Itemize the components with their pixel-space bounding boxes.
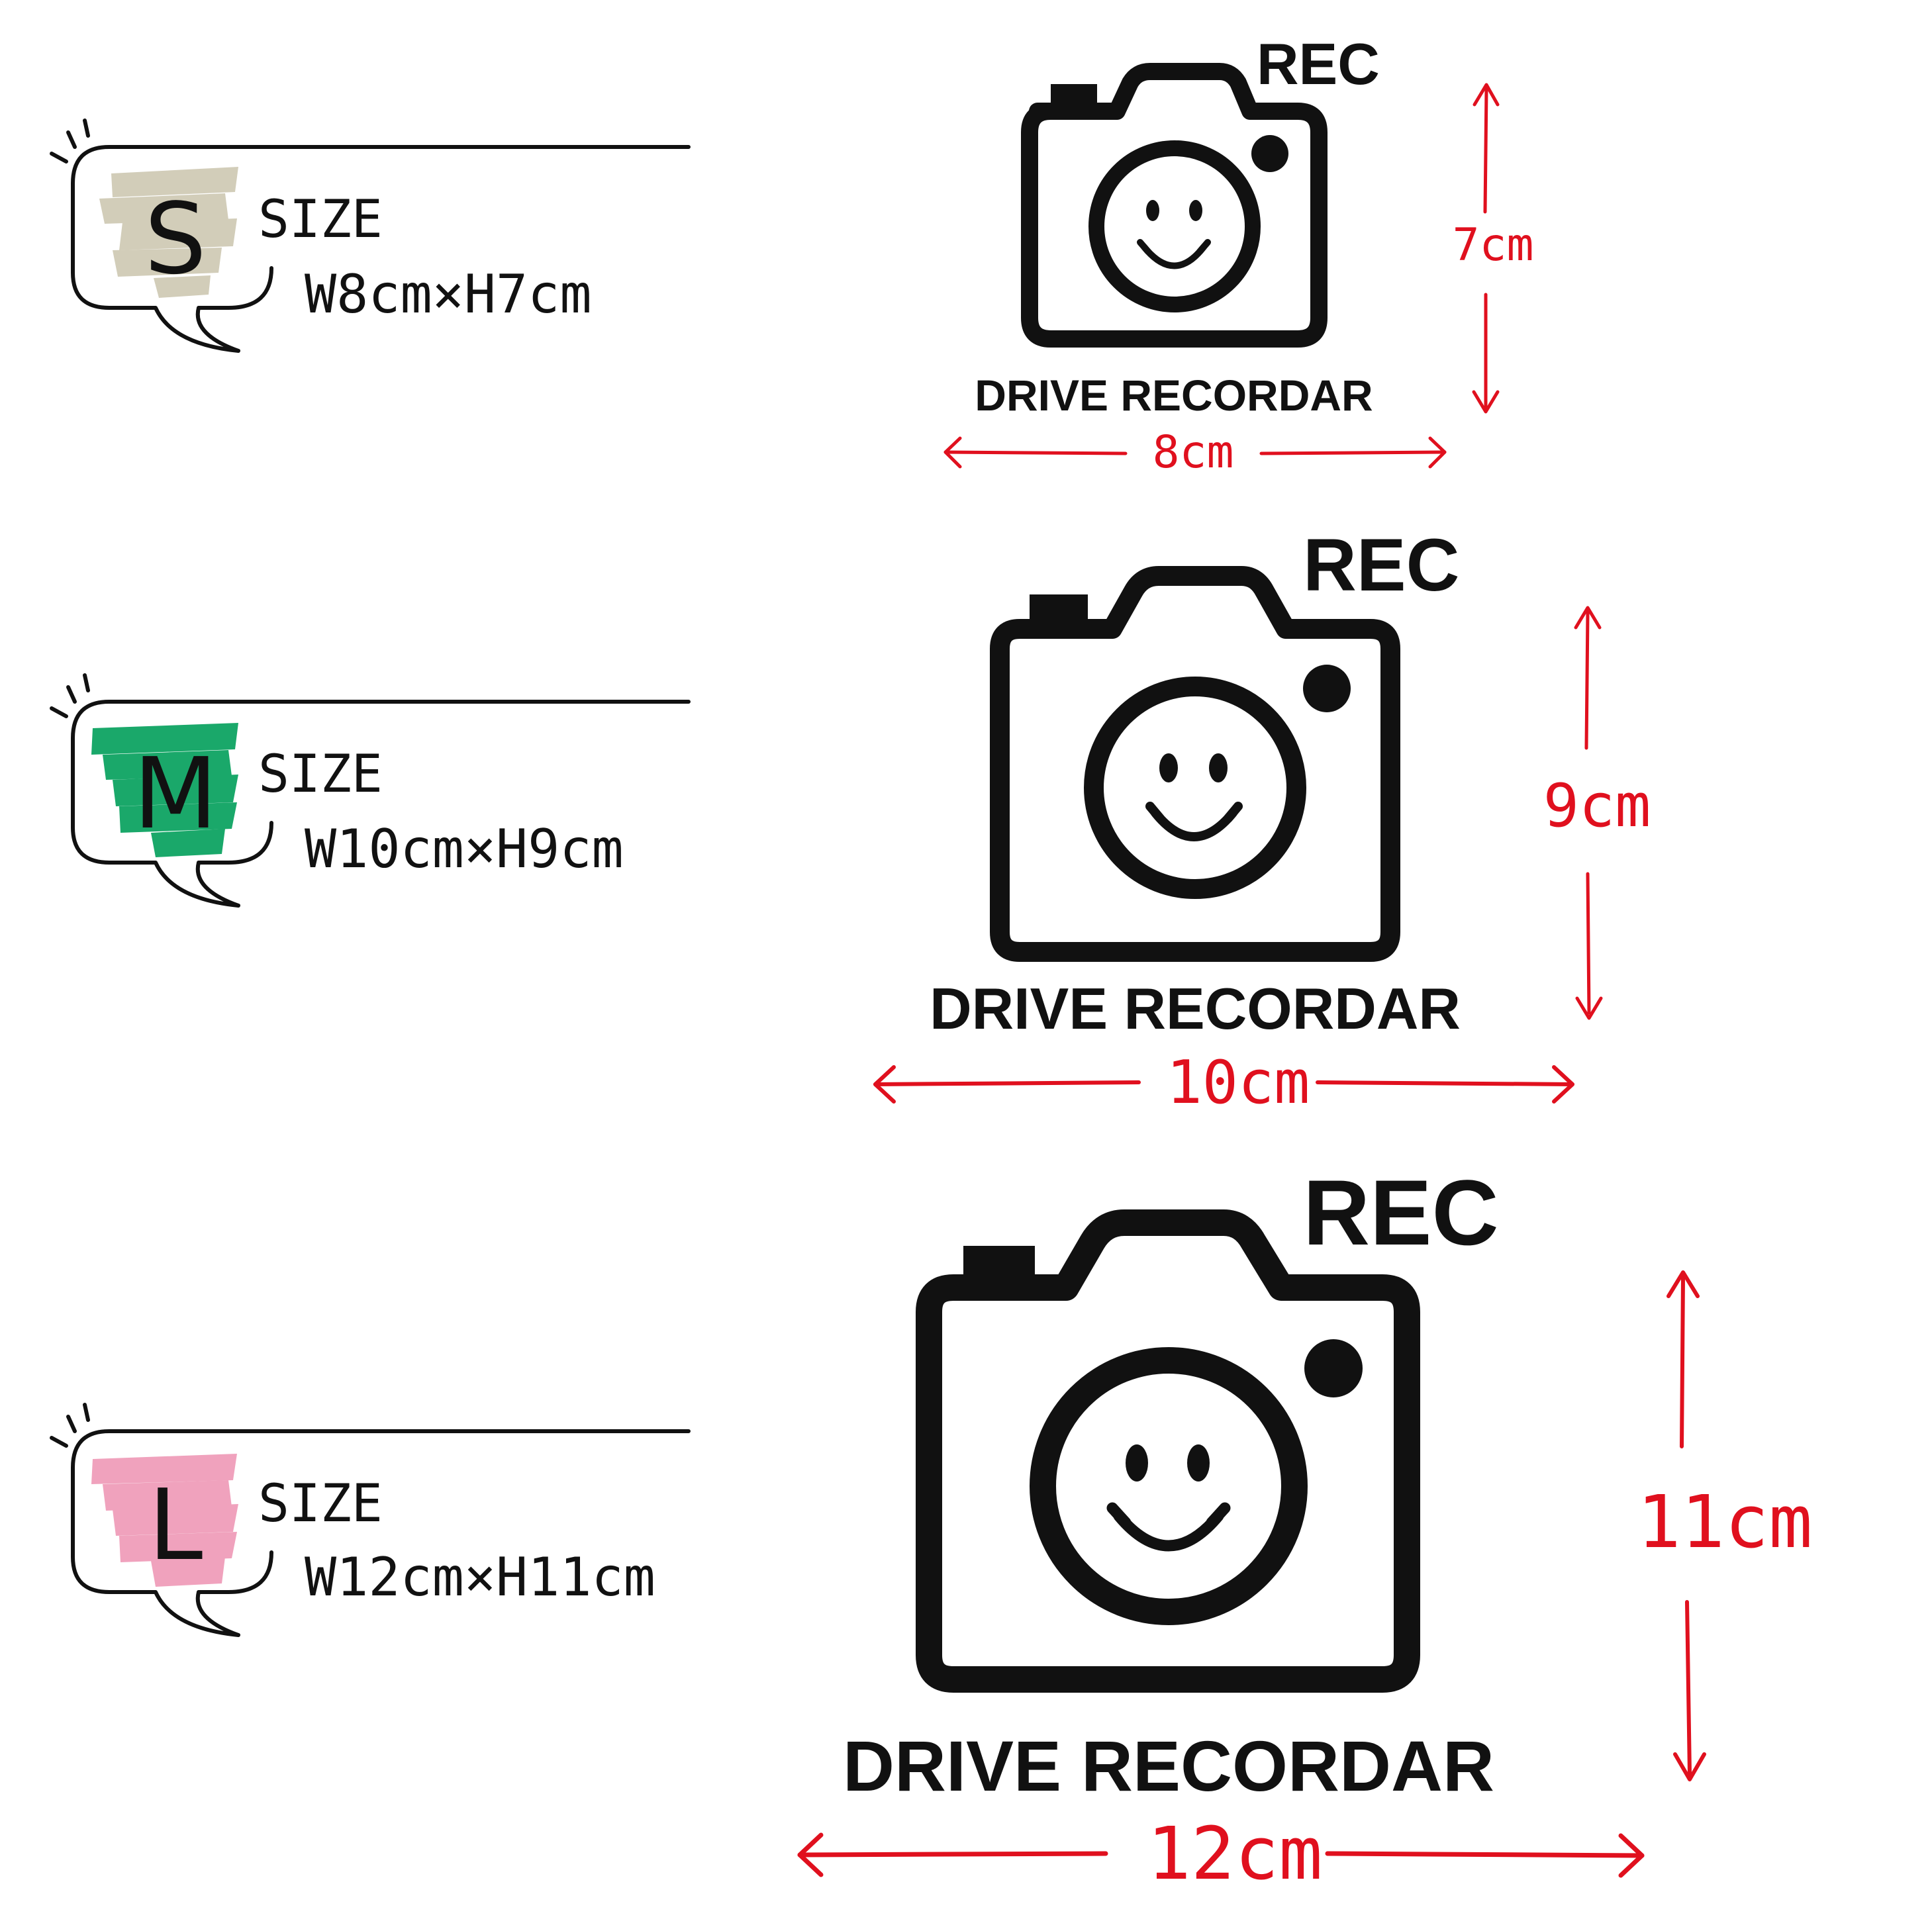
width-label: 8cm xyxy=(1153,426,1234,479)
camera-icon xyxy=(916,1209,1420,1693)
height-label: 11cm xyxy=(1637,1480,1813,1564)
size-label: SIZE xyxy=(258,190,383,250)
caption: DRIVE RECORDAR xyxy=(930,976,1461,1041)
rec-label: REC xyxy=(1303,1160,1499,1264)
height-label: 9cm xyxy=(1543,771,1651,841)
sticker-small: REC DRIVE RECORDAR 7cm xyxy=(943,31,1534,479)
height-dimension xyxy=(1472,83,1500,414)
size-option-l: L SIZE W12cm×H11cm xyxy=(50,1403,691,1637)
size-option-m: M SIZE W10cm×H9cm xyxy=(50,673,691,908)
size-letter: S xyxy=(144,182,207,296)
sticker-medium: REC DRIVE RECORDAR 9cm xyxy=(873,524,1651,1117)
size-l-highlight xyxy=(91,1454,238,1587)
width-dimension xyxy=(873,1065,1574,1104)
camera-icon xyxy=(990,566,1400,962)
camera-icon xyxy=(1021,63,1328,348)
smiley-face-icon xyxy=(1088,140,1261,312)
sticker-large: REC DRIVE RECORDAR 11cm xyxy=(797,1160,1813,1896)
width-dimension xyxy=(797,1832,1645,1878)
smiley-face-icon xyxy=(1030,1347,1308,1625)
size-dimensions: W12cm×H11cm xyxy=(305,1546,655,1608)
width-label: 10cm xyxy=(1167,1048,1310,1117)
speech-bubble-icon xyxy=(50,673,691,908)
size-dimensions: W10cm×H9cm xyxy=(305,818,624,880)
smiley-face-icon xyxy=(1084,677,1306,899)
size-s-highlight xyxy=(99,167,238,298)
height-dimension xyxy=(1574,606,1603,1020)
caption: DRIVE RECORDAR xyxy=(975,371,1373,420)
height-label: 7cm xyxy=(1453,219,1534,271)
rec-label: REC xyxy=(1303,524,1459,606)
width-dimension xyxy=(943,436,1447,469)
size-option-s: S SIZE W8cm×H7cm xyxy=(50,118,691,353)
caption: DRIVE RECORDAR xyxy=(843,1726,1494,1806)
speech-bubble-icon xyxy=(50,118,691,353)
height-dimension xyxy=(1666,1270,1706,1781)
size-letter: L xyxy=(148,1468,203,1582)
size-label: SIZE xyxy=(258,745,383,804)
size-letter: M xyxy=(133,737,218,851)
width-label: 12cm xyxy=(1147,1811,1323,1896)
rec-label: REC xyxy=(1257,31,1380,97)
size-dimensions: W8cm×H7cm xyxy=(305,263,591,325)
size-m-highlight xyxy=(91,723,238,857)
size-label: SIZE xyxy=(258,1474,383,1534)
speech-bubble-icon xyxy=(50,1403,691,1637)
